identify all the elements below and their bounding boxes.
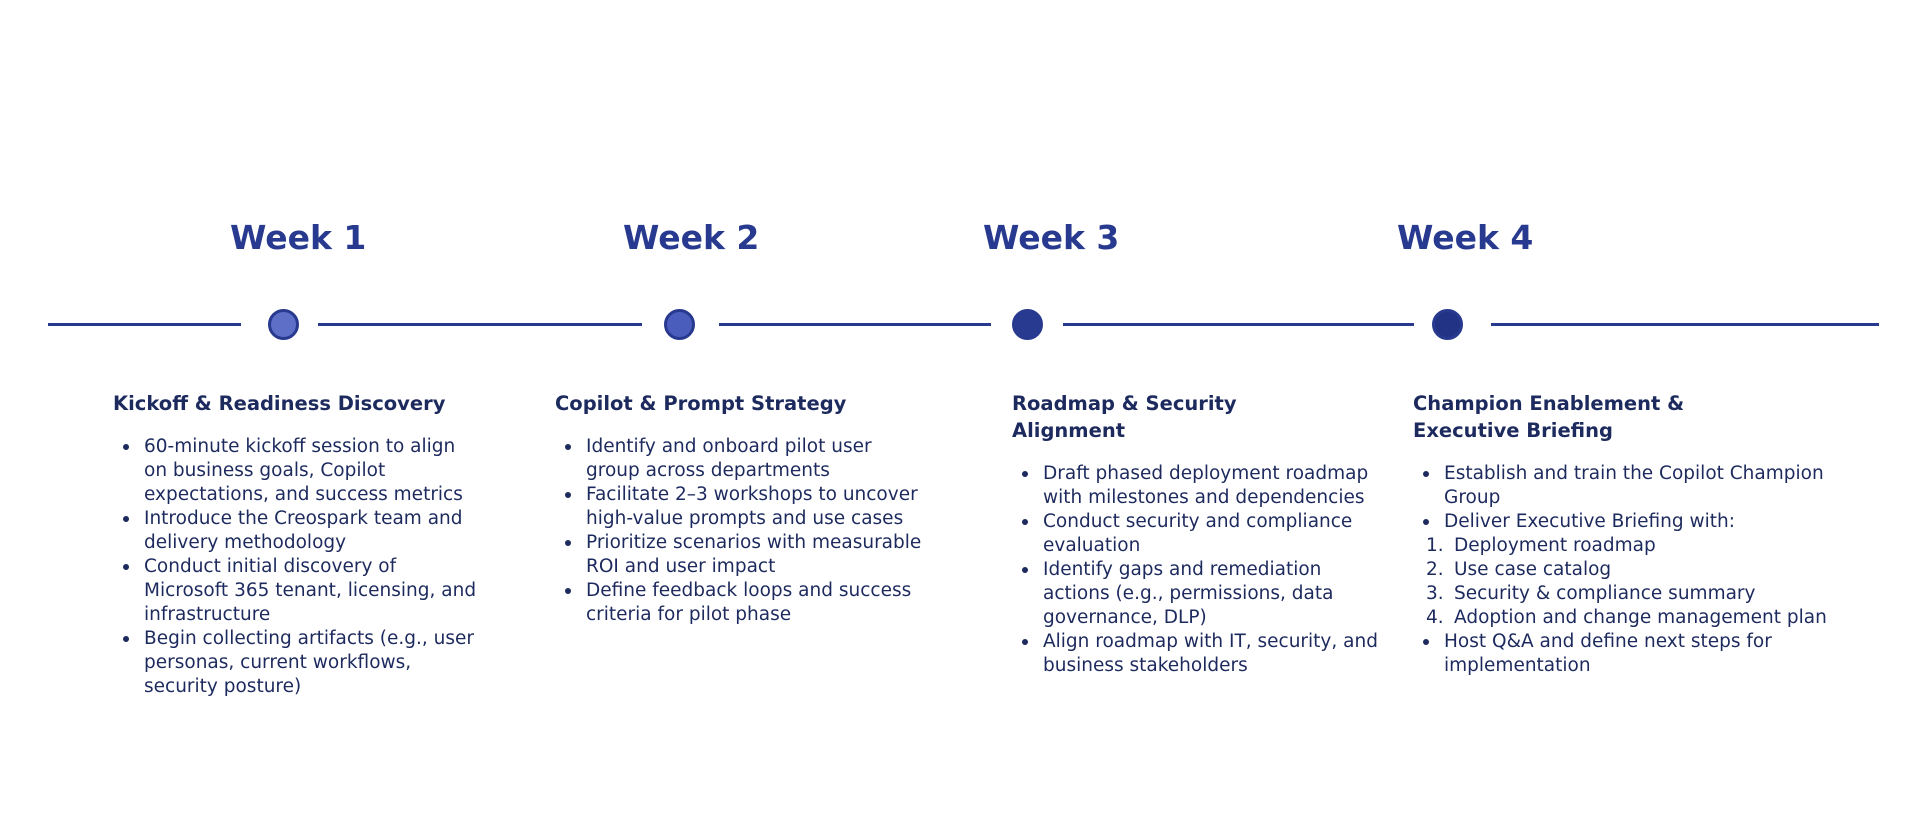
bullet-list-item: Introduce the Creospark team and deliver… xyxy=(113,507,483,555)
list-item-text: Deliver Executive Briefing with: xyxy=(1444,511,1735,532)
numbered-list-item: 1. Deployment roadmap xyxy=(1413,534,1843,558)
bullet-list-item: Draft phased deployment roadmap with mil… xyxy=(1012,462,1382,510)
timeline-line-segment xyxy=(1491,323,1879,326)
week-2-phase: Copilot & Prompt Strategy Identify and o… xyxy=(555,390,925,627)
week-1-milestone-node xyxy=(268,309,299,340)
week-2-heading: Week 2 xyxy=(623,218,760,257)
list-item-text: Introduce the Creospark team and deliver… xyxy=(144,508,463,553)
list-item-text: Deployment roadmap xyxy=(1454,535,1656,556)
list-item-text: Conduct security and compliance evaluati… xyxy=(1043,511,1353,556)
week-4-phase: Champion Enablement & Executive Briefing… xyxy=(1413,390,1843,678)
list-number: 1. xyxy=(1426,535,1444,556)
list-item-text: Security & compliance summary xyxy=(1454,583,1756,604)
list-number: 2. xyxy=(1426,559,1444,580)
phase-title: Kickoff & Readiness Discovery xyxy=(113,392,446,415)
week-2-milestone-node xyxy=(664,309,695,340)
list-item-text: Begin collecting artifacts (e.g., user p… xyxy=(144,628,474,697)
list-item-text: Identify and onboard pilot user group ac… xyxy=(586,436,872,481)
timeline-line-segment xyxy=(719,323,991,326)
list-item-text: Prioritize scenarios with measurable ROI… xyxy=(586,532,922,577)
bullet-list-item: Align roadmap with IT, security, and bus… xyxy=(1012,630,1382,678)
list-item-text: Draft phased deployment roadmap with mil… xyxy=(1043,463,1369,508)
week-1-phase: Kickoff & Readiness Discovery 60-minute … xyxy=(113,390,483,699)
bullet-list-item: Deliver Executive Briefing with: xyxy=(1413,510,1843,534)
week-3-milestone-node xyxy=(1012,309,1043,340)
timeline-line-segment xyxy=(48,323,241,326)
phase-title: Copilot & Prompt Strategy xyxy=(555,392,847,415)
week-4-milestone-node xyxy=(1432,309,1463,340)
bullet-list-item: Prioritize scenarios with measurable ROI… xyxy=(555,531,925,579)
bullet-list-item: Host Q&A and define next steps for imple… xyxy=(1413,630,1843,678)
week-1-heading: Week 1 xyxy=(230,218,367,257)
task-list: 60-minute kickoff session to align on bu… xyxy=(113,435,483,699)
numbered-list-item: 4. Adoption and change management plan xyxy=(1413,606,1843,630)
list-item-text: Facilitate 2–3 workshops to uncover high… xyxy=(586,484,918,529)
bullet-list-item: Define feedback loops and success criter… xyxy=(555,579,925,627)
list-item-text: Define feedback loops and success criter… xyxy=(586,580,912,625)
list-item-text: Establish and train the Copilot Champion… xyxy=(1444,463,1824,508)
phase-title: Champion Enablement & Executive Briefing xyxy=(1413,392,1685,442)
task-list: Establish and train the Copilot Champion… xyxy=(1413,462,1843,678)
task-list: Identify and onboard pilot user group ac… xyxy=(555,435,925,627)
list-item-text: Host Q&A and define next steps for imple… xyxy=(1444,631,1772,676)
bullet-list-item: Establish and train the Copilot Champion… xyxy=(1413,462,1843,510)
list-item-text: Conduct initial discovery of Microsoft 3… xyxy=(144,556,477,625)
list-item-text: 60-minute kickoff session to align on bu… xyxy=(144,436,463,505)
list-number: 4. xyxy=(1426,607,1444,628)
timeline-line-segment xyxy=(1063,323,1414,326)
timeline-line-segment xyxy=(318,323,642,326)
numbered-list-item: 3. Security & compliance summary xyxy=(1413,582,1843,606)
numbered-list-item: 2. Use case catalog xyxy=(1413,558,1843,582)
bullet-list-item: Begin collecting artifacts (e.g., user p… xyxy=(113,627,483,699)
bullet-list-item: Conduct initial discovery of Microsoft 3… xyxy=(113,555,483,627)
bullet-list-item: Identify and onboard pilot user group ac… xyxy=(555,435,925,483)
list-item-text: Use case catalog xyxy=(1454,559,1612,580)
list-item-text: Align roadmap with IT, security, and bus… xyxy=(1043,631,1378,676)
list-item-text: Identify gaps and remediation actions (e… xyxy=(1043,559,1334,628)
week-3-heading: Week 3 xyxy=(983,218,1120,257)
list-number: 3. xyxy=(1426,583,1444,604)
list-item-text: Adoption and change management plan xyxy=(1454,607,1827,628)
phase-title: Roadmap & Security Alignment xyxy=(1012,392,1237,442)
week-3-phase: Roadmap & Security Alignment Draft phase… xyxy=(1012,390,1382,678)
task-list: Draft phased deployment roadmap with mil… xyxy=(1012,462,1382,678)
bullet-list-item: 60-minute kickoff session to align on bu… xyxy=(113,435,483,507)
bullet-list-item: Facilitate 2–3 workshops to uncover high… xyxy=(555,483,925,531)
bullet-list-item: Identify gaps and remediation actions (e… xyxy=(1012,558,1382,630)
bullet-list-item: Conduct security and compliance evaluati… xyxy=(1012,510,1382,558)
week-4-heading: Week 4 xyxy=(1397,218,1534,257)
